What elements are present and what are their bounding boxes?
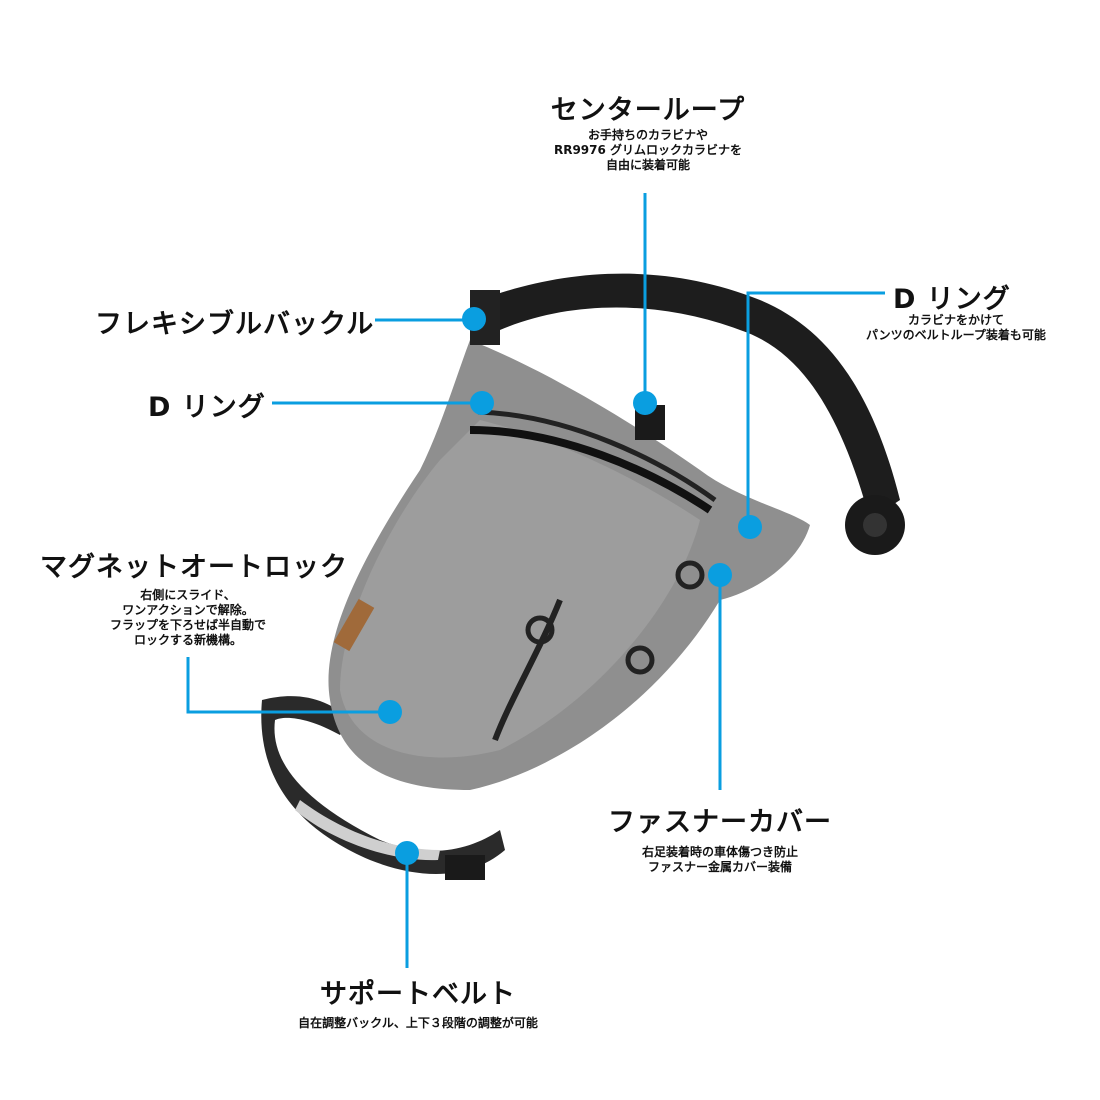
d-ring-left-dot [470,391,494,415]
desc-line: ロックする新機構。 [133,633,243,647]
magnet-autolock-title: マグネットオートロック [40,552,348,583]
callout-lines [186,193,885,968]
center-loop-title: センターループ [550,95,746,126]
d-ring-right-line [746,291,885,527]
magnet-autolock-desc: 右側にスライド、 ワンアクションで解除。 フラップを下ろせば半自動で ロックする… [110,588,266,648]
desc-line: カラビナをかけて [907,313,1005,327]
desc-line: パンツのベルトループ装着も可能 [866,328,1046,342]
flexible-buckle-dot [462,307,486,331]
d-ring-right-title: D リング [893,284,1011,315]
desc-line: 右側にスライド、 [140,588,236,602]
support-buckle [445,855,485,880]
desc-line: 自由に装着可能 [605,158,690,172]
support-belt-title: サポートベルト [320,979,516,1010]
d-ring-right-dot [738,515,762,539]
center-loop-desc: お手持ちのカラビナや RR9976 グリムロックカラビナを 自由に装着可能 [554,128,742,173]
desc-line: 自在調整バックル、上下３段階の調整が可能 [298,1016,538,1030]
fastener-cover-desc: 右足装着時の車体傷つき防止 ファスナー金属カバー装備 [642,845,798,875]
bag-flap [340,420,700,758]
fastener-cover-title: ファスナーカバー [608,807,832,838]
waist-belt [480,273,900,520]
fastener-cover-dot [708,563,732,587]
desc-line: ワンアクションで解除。 [122,603,254,617]
support-belt-desc: 自在調整バックル、上下３段階の調整が可能 [298,1016,538,1031]
desc-line: フラップを下ろせば半自動で [109,618,267,632]
magnet-line [186,657,390,714]
support-belt [261,696,505,874]
d-ring-right-desc: カラビナをかけて パンツのベルトループ装着も可能 [866,313,1046,343]
desc-line: RR9976 グリムロックカラビナを [553,143,743,157]
flexible-buckle-title: フレキシブルバックル [95,309,375,340]
desc-line: ファスナー金属カバー装備 [647,860,793,874]
support-belt-dot [395,841,419,865]
desc-line: 右足装着時の車体傷つき防止 [641,845,799,859]
magnet-dot [378,700,402,724]
desc-line: お手持ちのカラビナや [587,128,708,142]
center-loop-dot [633,391,657,415]
brand-tag [333,598,375,652]
support-belt-reflector [295,800,440,861]
d-ring-left-title: D リング [148,392,266,423]
